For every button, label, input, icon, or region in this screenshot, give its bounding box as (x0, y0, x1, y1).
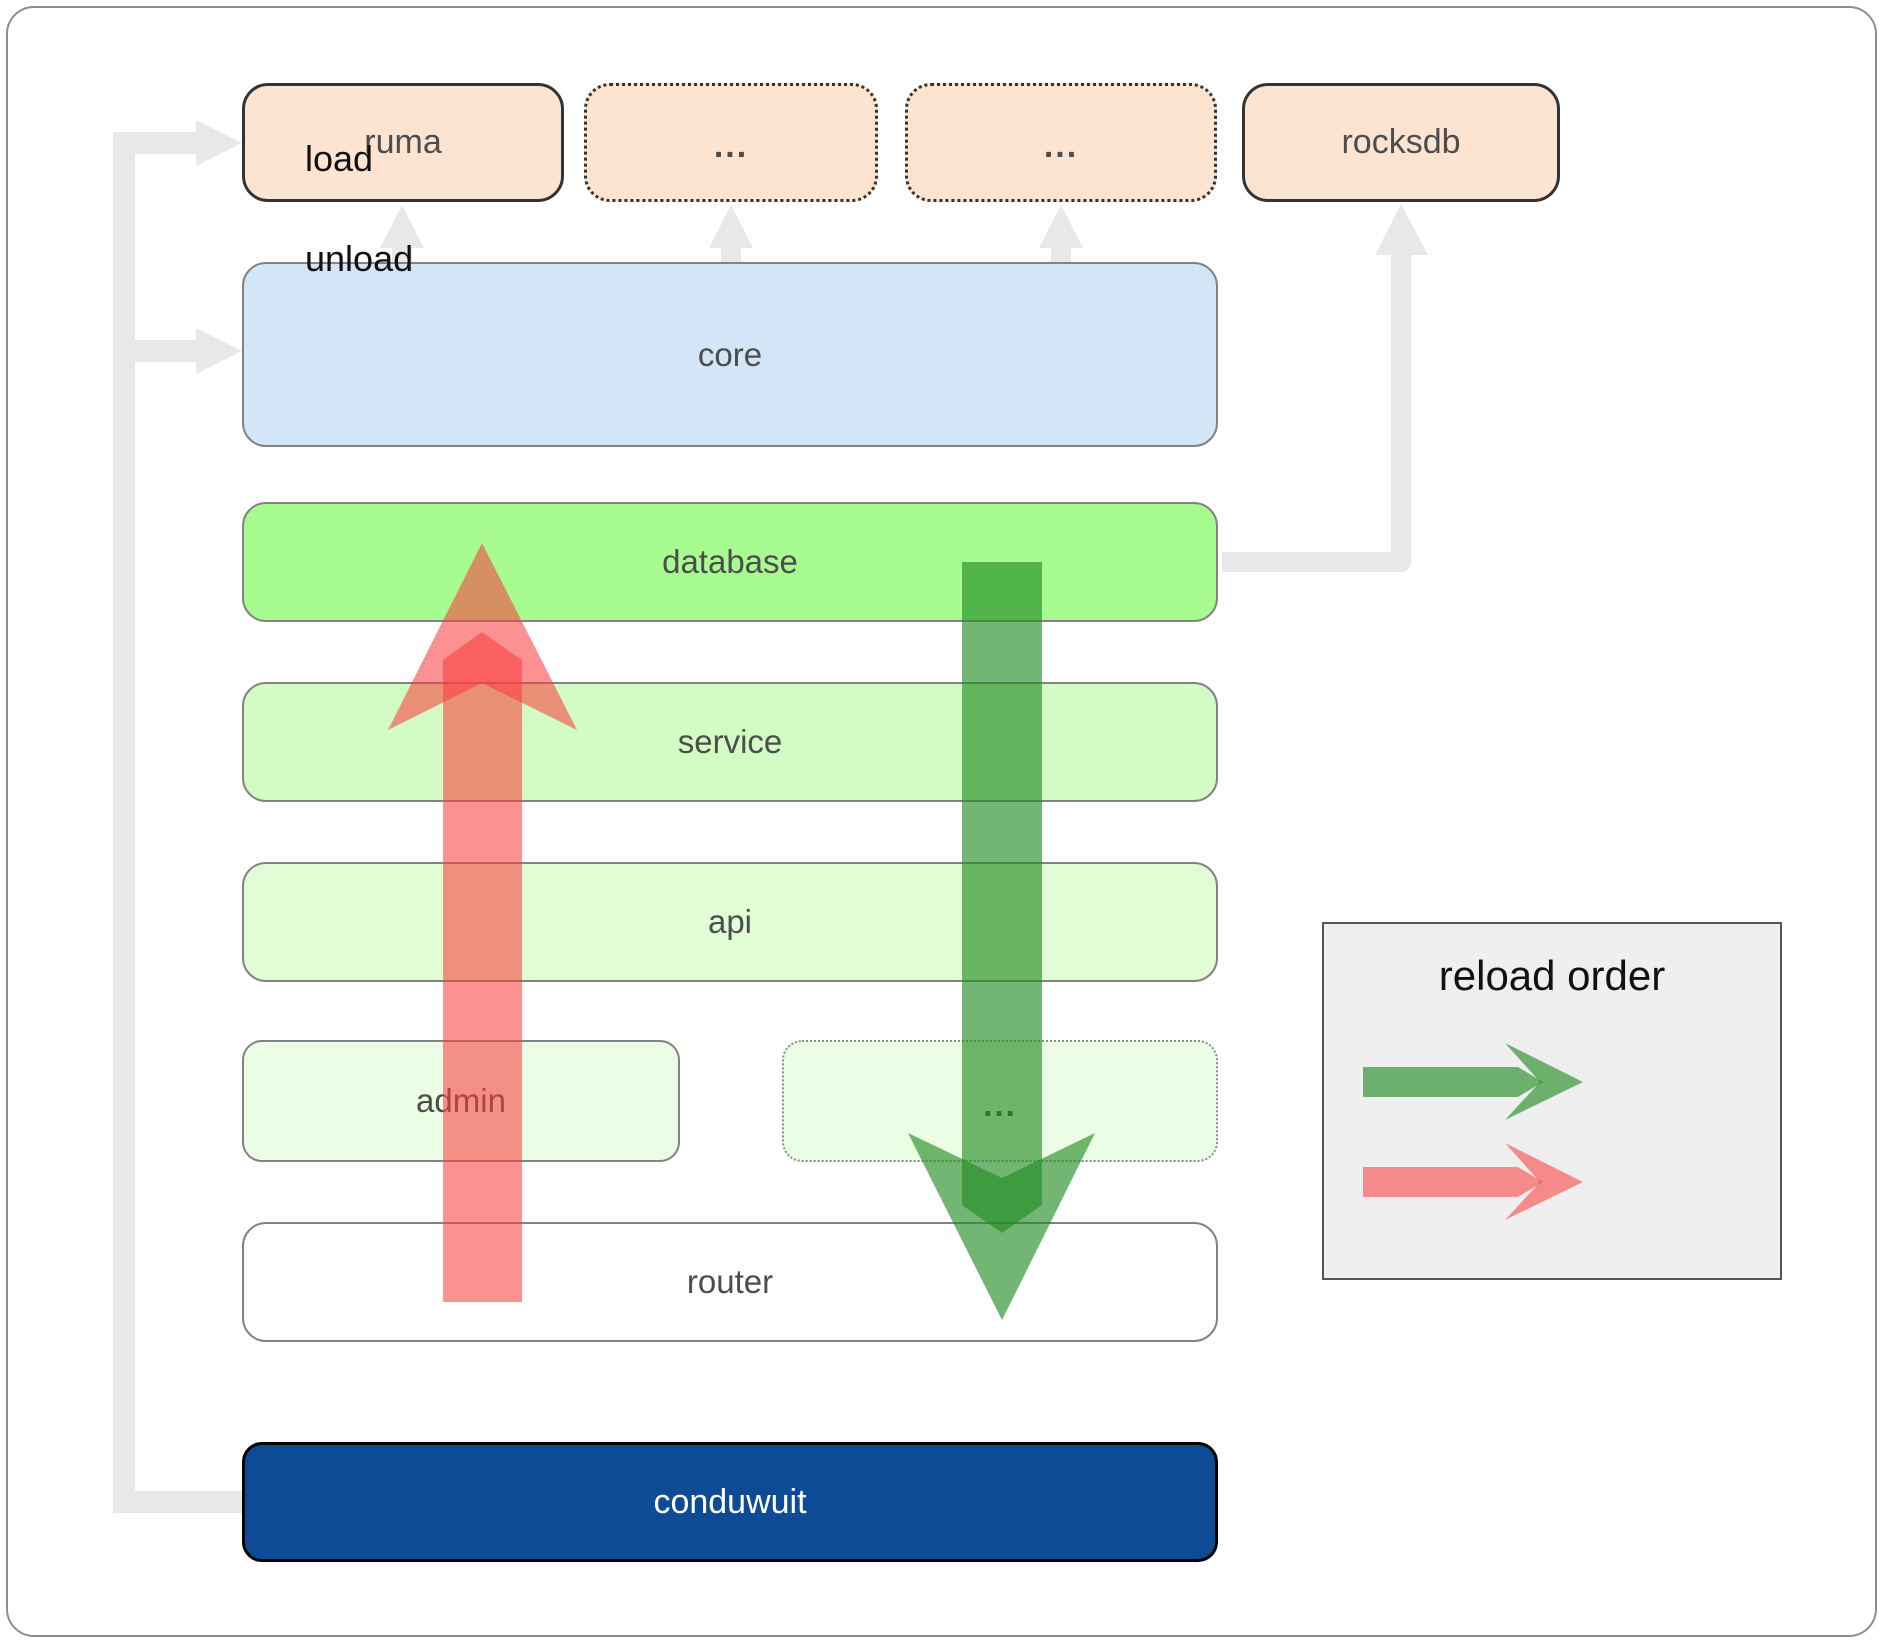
node-core-label: core (697, 335, 763, 373)
node-api: api (242, 862, 1218, 982)
node-rocksdb: rocksdb (1242, 83, 1560, 202)
node-ellipsis-top-1-label: ... (713, 127, 749, 165)
node-conduwuit: conduwuit (242, 1442, 1218, 1562)
node-ellipsis-top-2: ... (905, 83, 1217, 202)
legend-title: reload order (1438, 952, 1666, 999)
node-admin-label: admin (416, 1082, 506, 1119)
node-ruma-label: ruma (364, 123, 442, 161)
legend-unload-label: unload (305, 238, 414, 279)
legend-load-label: load (305, 138, 374, 179)
node-ellipsis-top-1: ... (584, 83, 878, 202)
node-ellipsis-mid: ... (782, 1040, 1218, 1162)
legend-box: reload order (1322, 922, 1782, 1280)
node-core: core (242, 262, 1218, 447)
node-database-label: database (662, 543, 798, 580)
node-database: database (242, 502, 1218, 622)
diagram-border (6, 6, 1877, 1637)
node-rocksdb-label: rocksdb (1341, 123, 1461, 161)
node-api-label: api (707, 903, 753, 940)
node-ellipsis-top-2-label: ... (1043, 127, 1079, 165)
node-service-label: service (677, 723, 783, 760)
node-ruma: ruma (242, 83, 564, 202)
node-ellipsis-mid-label: ... (983, 1086, 1017, 1123)
node-router: router (242, 1222, 1218, 1342)
node-router-label: router (686, 1263, 774, 1300)
node-conduwuit-label: conduwuit (653, 1482, 807, 1521)
node-admin: admin (242, 1040, 680, 1162)
node-service: service (242, 682, 1218, 802)
